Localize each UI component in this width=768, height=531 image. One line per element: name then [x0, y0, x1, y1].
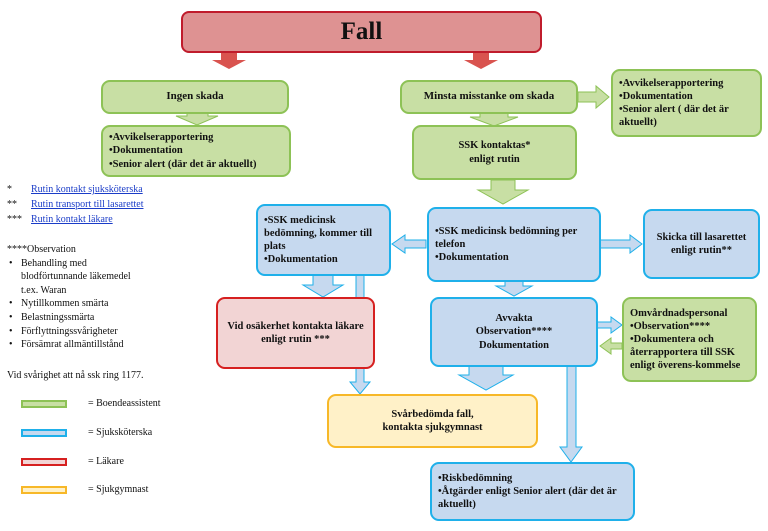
title-fall-text: Fall — [340, 18, 383, 46]
ssk-kontaktas-line1: SSK kontaktas* — [458, 140, 531, 152]
observation-list: ****Observation Behandling med blodförtu… — [7, 243, 207, 352]
avvakta-line1: Avvakta — [495, 313, 533, 325]
link-rutin-transport[interactable]: Rutin transport till lasarettet — [31, 199, 144, 210]
legend-label-lakare: = Läkare — [88, 456, 124, 467]
minsta-action-3: •Senior alert ( där det är aktuellt) — [619, 104, 729, 129]
observation-item-4: Förflyttningssvårigheter — [7, 325, 207, 339]
legend-swatch-yellow — [21, 486, 67, 494]
arrow-fall-right — [464, 52, 498, 69]
arrow-omvardnad-left — [599, 337, 623, 355]
arrow-fall-left — [212, 52, 246, 69]
box-ssk-plats: •SSK medicinsk bedömning, kommer till pl… — [256, 204, 391, 276]
legend-swatch-red — [21, 458, 67, 466]
box-ingen-actions: •Avvikelserapportering •Dokumentation •S… — [101, 125, 291, 177]
legend-swatch-blue — [21, 429, 67, 437]
svarbedomda-line1: Svårbedömda fall, — [391, 408, 474, 420]
link-rutin-lakare[interactable]: Rutin kontakt läkare — [31, 214, 113, 225]
note-lakare: *** Rutin kontakt läkare — [7, 214, 113, 227]
arrow-avvakta-right — [596, 316, 623, 334]
arrow-plats-down — [301, 274, 345, 298]
ingen-action-3: •Senior alert (där det är aktuellt) — [109, 158, 257, 170]
risk-line1: •Riskbedömning — [438, 472, 513, 484]
box-riskbedomning: •Riskbedömning •Åtgärder enligt Senior a… — [430, 462, 635, 521]
legend-label-sjukgymnast: = Sjukgymnast — [88, 484, 149, 495]
risk-line2: •Åtgärder enligt Senior alert (där det ä… — [438, 485, 617, 511]
box-omvardnadspersonal: Omvårdnadspersonal •Observation**** •Dok… — [622, 297, 757, 382]
arrow-avvakta-down — [457, 365, 515, 391]
title-fall: Fall — [181, 11, 542, 53]
arrow-telefon-down — [494, 280, 534, 297]
arrow-avvakta-to-risk — [559, 365, 583, 463]
avvakta-line3: Dokumentation — [478, 339, 549, 351]
observation-item-2: Nytillkommen smärta — [7, 297, 207, 311]
ingen-action-2: •Dokumentation — [109, 145, 183, 157]
ingen-skada-label: Ingen skada — [166, 90, 224, 103]
arrow-telefon-right — [599, 234, 643, 254]
arrow-minsta-right — [577, 84, 610, 110]
observation-item-3: Belastningssmärta — [7, 311, 207, 325]
svarbedomda-line2: kontakta sjukgymnast — [382, 422, 483, 433]
observation-item-5: Försämrat allmäntillstånd — [7, 338, 207, 352]
osaker-label: Vid osäkerhet kontakta läkare enligt rut… — [227, 320, 364, 345]
omvardnad-line3: •Dokumentera och återrapportera till SSK… — [630, 333, 741, 372]
legend-label-boendeassistent: = Boendeassistent — [88, 398, 161, 409]
ssk-telefon-line1: •SSK medicinsk bedömning per telefon — [435, 225, 578, 250]
observation-item-1: Behandling med blodförtunnande läkemedel… — [7, 257, 131, 298]
ssk-plats-line1: •SSK medicinsk bedömning, kommer till pl… — [264, 214, 373, 252]
ssk-plats-line2: •Dokumentation — [264, 254, 338, 266]
avvakta-line2: Observation**** — [475, 326, 553, 338]
ingen-action-1: •Avvikelserapportering — [109, 132, 214, 144]
ssk-telefon-line2: •Dokumentation — [435, 252, 509, 264]
box-svarbedomda: Svårbedömda fall, kontakta sjukgymnast — [327, 394, 538, 448]
note-ssk: * Rutin kontakt sjuksköterska — [7, 184, 143, 197]
box-ssk-kontaktas: SSK kontaktas* enligt rutin — [412, 125, 577, 180]
box-ssk-telefon: •SSK medicinsk bedömning per telefon •Do… — [427, 207, 601, 282]
legend-label-sjukskoterska: = Sjuksköterska — [88, 427, 153, 438]
link-rutin-ssk[interactable]: Rutin kontakt sjuksköterska — [31, 184, 143, 195]
note-ssk-mark: * — [7, 184, 12, 195]
arrow-ssk-down — [476, 179, 530, 205]
box-avvakta: Avvakta Observation**** Dokumentation — [430, 297, 598, 367]
observation-heading: ****Observation — [7, 244, 76, 255]
omvardnad-line1: Omvårdnadspersonal — [630, 307, 728, 319]
minsta-action-1: •Avvikelserapportering — [619, 77, 724, 89]
note-lakare-mark: *** — [7, 214, 22, 225]
box-kontakta-lakare: Vid osäkerhet kontakta läkare enligt rut… — [216, 297, 375, 369]
legend-swatch-green — [21, 400, 67, 408]
box-minsta-actions: •Avvikelserapportering •Dokumentation •S… — [611, 69, 762, 137]
arrow-ingen-down — [175, 112, 219, 126]
box-minsta-misstanke: Minsta misstanke om skada — [400, 80, 578, 114]
minsta-label: Minsta misstanke om skada — [423, 90, 555, 103]
ssk-kontaktas-line2: enligt rutin — [469, 153, 520, 165]
box-ingen-skada: Ingen skada — [101, 80, 289, 114]
arrow-telefon-left — [391, 234, 427, 254]
box-skicka-lasarett: Skicka till lasarettet enligt rutin** — [643, 209, 760, 279]
note-transport-mark: ** — [7, 199, 17, 210]
phone-note: Vid svårighet att nå ssk ring 1177. — [7, 370, 144, 381]
skicka-label: Skicka till lasarettet enligt rutin** — [656, 231, 747, 256]
minsta-action-2: •Dokumentation — [619, 90, 693, 102]
note-transport: ** Rutin transport till lasarettet — [7, 199, 143, 212]
omvardnad-line2: •Observation**** — [630, 320, 711, 332]
